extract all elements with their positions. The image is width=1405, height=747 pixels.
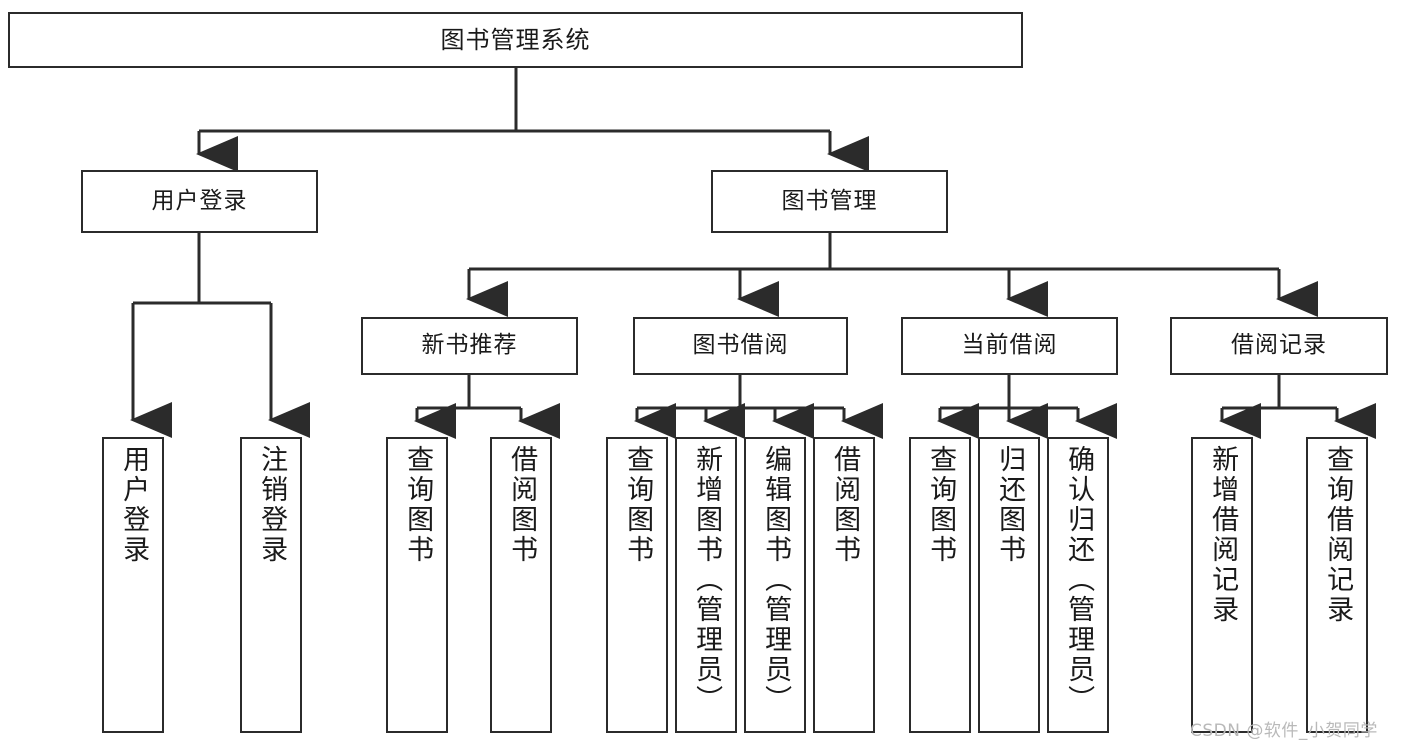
node-book-borrow[interactable]: 图书借阅 [633, 317, 848, 375]
node-book-borrow-label: 图书借阅 [692, 332, 789, 359]
leaf-borrow-record-add-record[interactable]: 新增借阅记录 [1191, 437, 1253, 733]
leaf-label: 新增图书（管理员） [691, 445, 723, 715]
leaf-current-borrow-confirm-return[interactable]: 确认归还（管理员） [1047, 437, 1109, 733]
leaf-book-borrow-edit-book[interactable]: 编辑图书（管理员） [744, 437, 806, 733]
leaf-current-borrow-return-book[interactable]: 归还图书 [978, 437, 1040, 733]
node-user-login[interactable]: 用户登录 [81, 170, 318, 233]
node-borrow-record[interactable]: 借阅记录 [1170, 317, 1388, 375]
leaf-label: 查询图书 [402, 445, 434, 565]
leaf-label: 编辑图书（管理员） [760, 445, 792, 715]
node-root-label: 图书管理系统 [440, 25, 591, 54]
node-new-book-recommend-label: 新书推荐 [421, 332, 518, 359]
node-root[interactable]: 图书管理系统 [8, 12, 1023, 68]
leaf-user-login-logout[interactable]: 注销登录 [240, 437, 302, 733]
leaf-label: 借阅图书 [506, 445, 538, 565]
leaf-current-borrow-query-book[interactable]: 查询图书 [909, 437, 971, 733]
leaf-label: 借阅图书 [829, 445, 861, 565]
node-user-login-label: 用户登录 [151, 187, 248, 214]
leaf-book-borrow-query-book[interactable]: 查询图书 [606, 437, 668, 733]
leaf-borrow-record-query-record[interactable]: 查询借阅记录 [1306, 437, 1368, 733]
leaf-label: 查询图书 [622, 445, 654, 565]
node-new-book-recommend[interactable]: 新书推荐 [361, 317, 578, 375]
node-book-management-label: 图书管理 [781, 187, 878, 214]
leaf-label: 注销登录 [256, 445, 288, 565]
leaf-label: 新增借阅记录 [1207, 445, 1239, 625]
node-borrow-record-label: 借阅记录 [1231, 332, 1327, 359]
node-current-borrow[interactable]: 当前借阅 [901, 317, 1118, 375]
node-current-borrow-label: 当前借阅 [961, 332, 1058, 359]
leaf-new-book-query-book[interactable]: 查询图书 [386, 437, 448, 733]
leaf-label: 查询图书 [925, 445, 957, 565]
leaf-label: 用户登录 [118, 445, 150, 565]
leaf-user-login-login[interactable]: 用户登录 [102, 437, 164, 733]
leaf-label: 确认归还（管理员） [1063, 445, 1095, 715]
leaf-book-borrow-borrow-book[interactable]: 借阅图书 [813, 437, 875, 733]
watermark: CSDN @软件_小贺同学 [1190, 721, 1378, 741]
leaf-book-borrow-add-book[interactable]: 新增图书（管理员） [675, 437, 737, 733]
leaf-label: 归还图书 [994, 445, 1026, 565]
leaf-new-book-borrow-book[interactable]: 借阅图书 [490, 437, 552, 733]
leaf-label: 查询借阅记录 [1322, 445, 1354, 625]
node-book-management[interactable]: 图书管理 [711, 170, 948, 233]
